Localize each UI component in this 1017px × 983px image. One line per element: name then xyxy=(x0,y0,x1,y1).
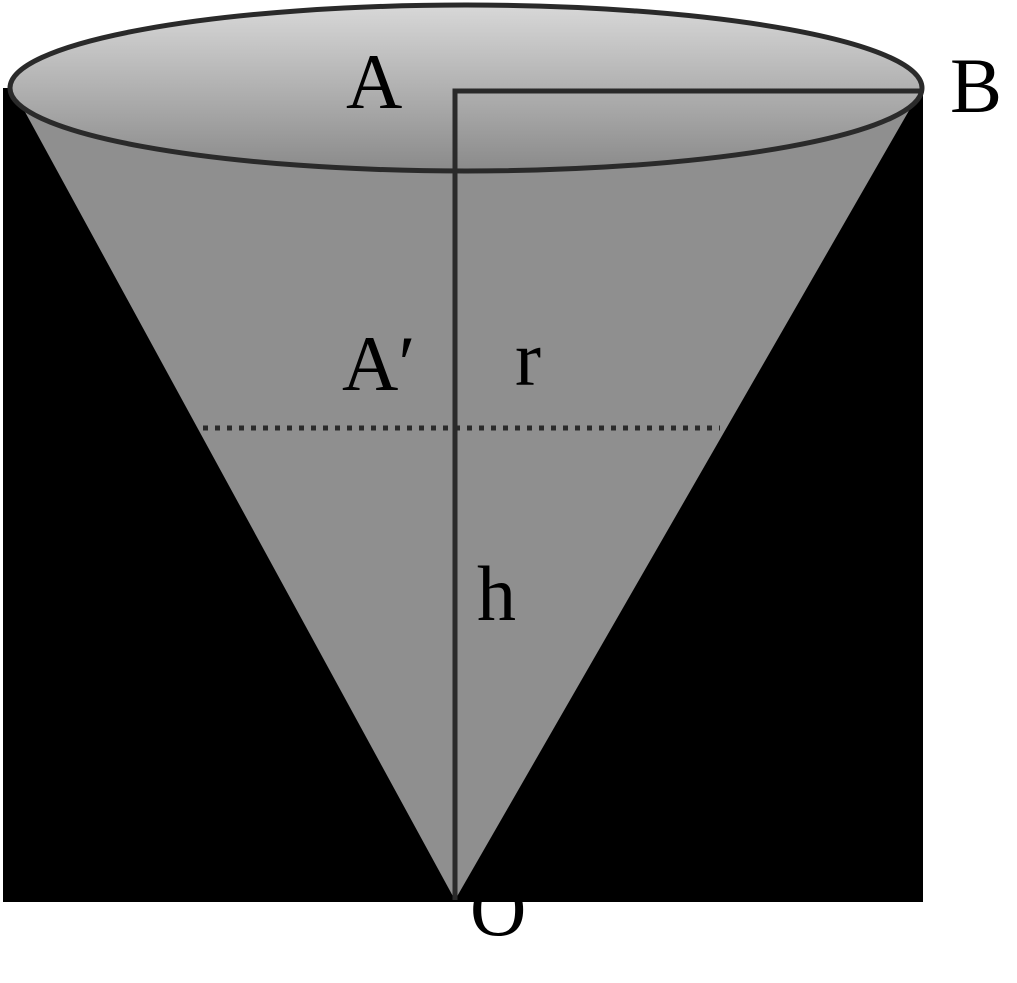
cone-top-ellipse xyxy=(7,2,925,174)
label-O: O xyxy=(470,865,526,952)
label-A-prime: A′ xyxy=(342,320,415,407)
label-h: h xyxy=(477,550,516,637)
radius-line-AB xyxy=(452,88,922,900)
cone-body xyxy=(12,88,922,900)
label-B: B xyxy=(950,42,1002,129)
label-A: A xyxy=(346,38,402,125)
label-r: r xyxy=(515,315,541,402)
